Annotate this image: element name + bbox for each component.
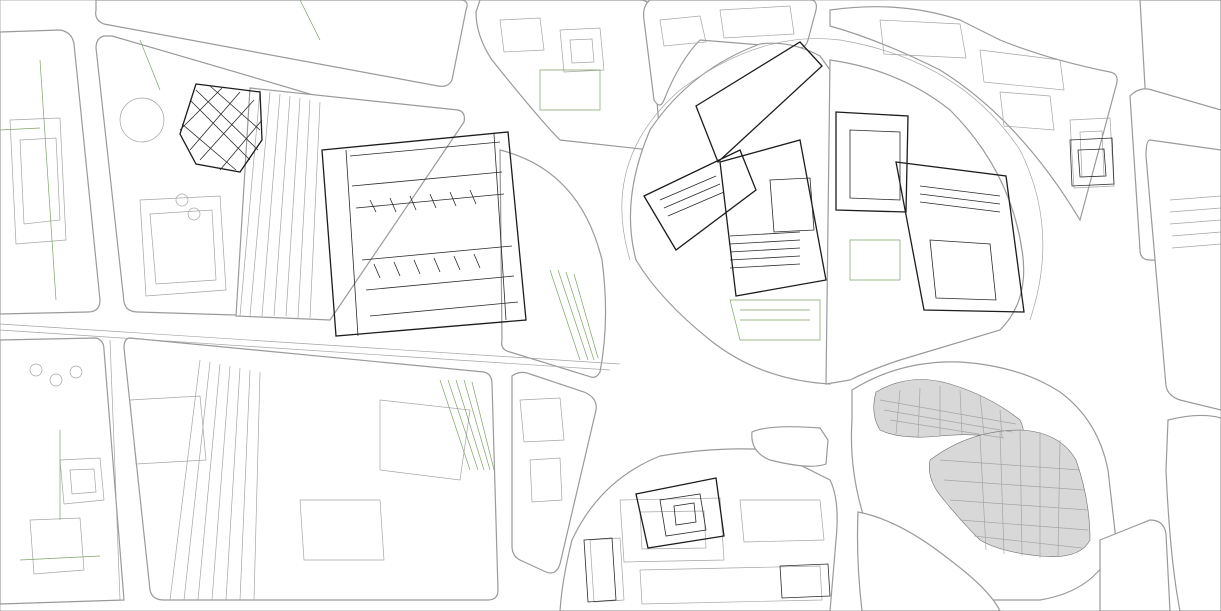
- building-footprints-northeast: [879, 19, 1065, 131]
- block-circle-east: [825, 59, 1025, 385]
- museum-columns: [369, 189, 481, 279]
- block-south-details: [299, 397, 565, 561]
- street-detail-lines: [9, 5, 1221, 605]
- angled-hall-plan: [643, 41, 1025, 313]
- block-south-wedge: [511, 371, 597, 574]
- lattice-tower-outline: [179, 83, 263, 173]
- seating-grid: [659, 175, 1001, 269]
- row-building-south: [583, 537, 831, 603]
- block-rail-north: [235, 87, 465, 321]
- pavilion-east-plan: [1069, 137, 1115, 187]
- museum-plan: [321, 131, 527, 337]
- building-plans: [179, 41, 1115, 603]
- block-far-east-3: [1145, 139, 1221, 411]
- angled-hall-right: [835, 111, 1025, 313]
- angled-hall-left: [643, 41, 823, 251]
- block-north-east-1: [643, 0, 817, 106]
- courtyard-building-plan: [583, 477, 831, 603]
- block-south-east-2: [1099, 519, 1171, 611]
- garden-circles-west: [29, 97, 201, 387]
- lattice-tower-plan: [179, 83, 263, 173]
- road-edge-south: [0, 323, 621, 371]
- landscape-northeast: [539, 69, 901, 281]
- landscape-lines: [0, 0, 901, 561]
- courtyard-building-outer: [635, 477, 725, 549]
- block-south-east: [856, 511, 1001, 611]
- museum-outline: [321, 131, 527, 337]
- building-footprints-south: [589, 497, 825, 605]
- block-east-lower: [1165, 414, 1221, 611]
- rail-track-lines-south: [169, 359, 261, 601]
- lattice-tower-grid: [179, 85, 263, 171]
- hatch-lines-east: [1169, 195, 1221, 249]
- courtyard-building-inner: [659, 493, 707, 537]
- road-arcs: [0, 38, 1044, 371]
- block-circle-west: [629, 42, 831, 385]
- angled-hall-center: [719, 139, 827, 297]
- angled-hall-rooms: [769, 129, 997, 301]
- rail-track-lines: [239, 89, 321, 319]
- roundabout-outline: [621, 38, 1044, 321]
- landscape-hatch-museum: [549, 269, 599, 361]
- block-rail-south: [123, 337, 499, 601]
- mesh-roof-structure: [873, 379, 1091, 558]
- museum-inner-walls: [345, 133, 519, 337]
- courtyard-plan-west: [29, 457, 105, 575]
- landscape-circle: [729, 299, 821, 341]
- landscape-lines-west: [0, 0, 321, 561]
- building-footprints-north: [499, 5, 795, 73]
- landscape-hatch-south: [439, 379, 495, 471]
- block-island-small: [751, 426, 829, 467]
- block-north-east-2: [829, 6, 1118, 222]
- pavilion-east-structure: [1069, 137, 1115, 187]
- block-top-strip: [95, 0, 468, 87]
- building-footprints-west: [9, 117, 227, 601]
- mesh-roof-gridlines: [879, 386, 1089, 558]
